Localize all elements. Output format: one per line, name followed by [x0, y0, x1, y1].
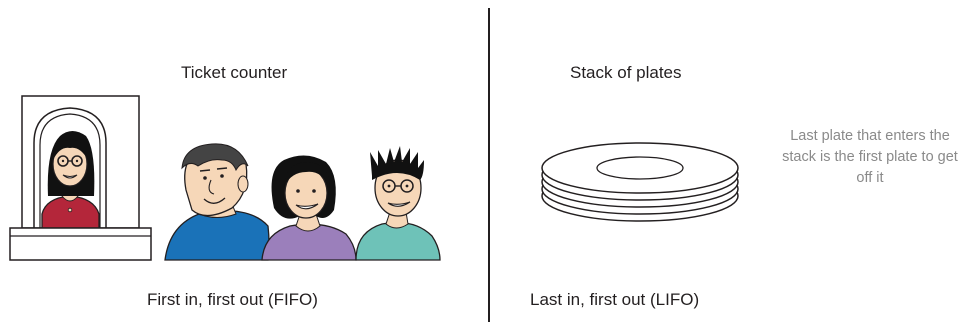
- fifo-caption: First in, first out (FIFO): [147, 290, 318, 310]
- lifo-caption: Last in, first out (LIFO): [530, 290, 699, 310]
- ticket-counter-illustration: [0, 0, 488, 270]
- queue-person-3: [356, 146, 440, 260]
- fifo-panel: Ticket counter: [0, 0, 488, 327]
- queue-person-2: [262, 155, 356, 260]
- counter-desk: [10, 228, 151, 260]
- lifo-note: Last plate that enters the stack is the …: [775, 126, 965, 189]
- lifo-panel: Stack of plates Last plate that enters t…: [490, 0, 965, 327]
- plate-stack-illustration: [490, 0, 770, 260]
- queue-person-1: [165, 144, 269, 260]
- plate-stack: [542, 143, 738, 221]
